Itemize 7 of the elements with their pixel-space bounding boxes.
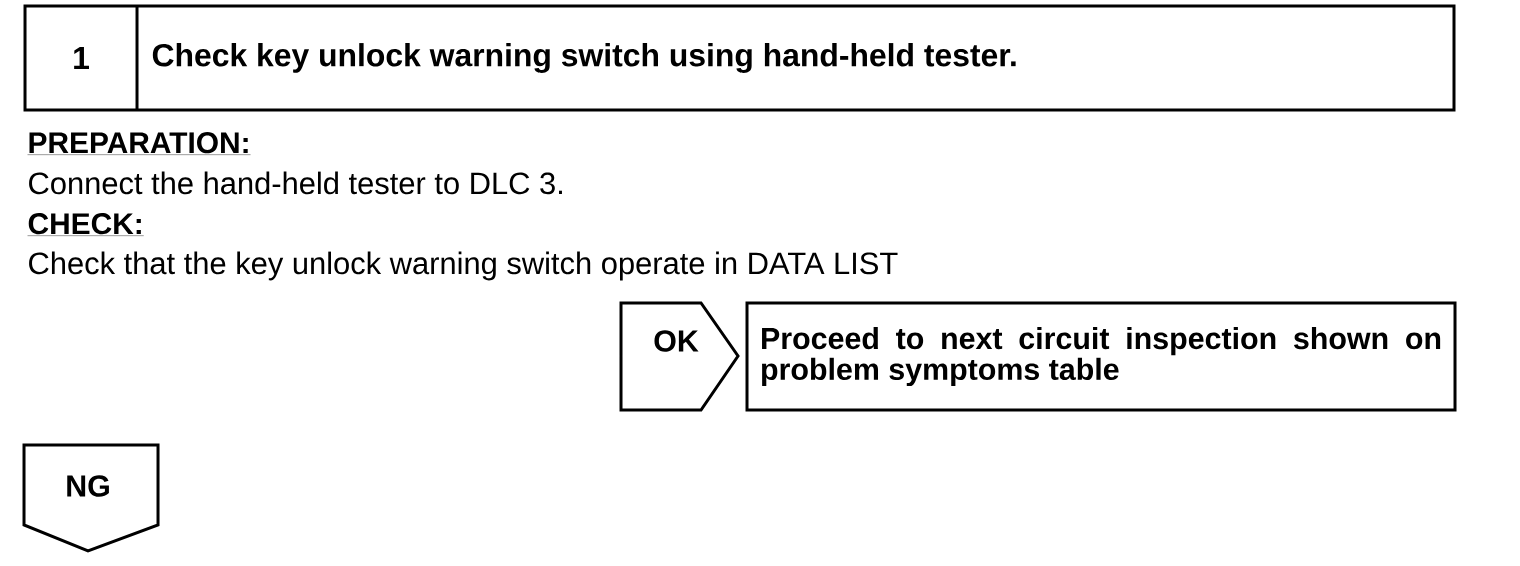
section-heading: PREPARATION: bbox=[27, 132, 251, 155]
result-box: Proceed to next circuit inspection shown on problem symptoms table bbox=[745, 301, 1457, 412]
instruction-text: Connect the hand-held tester to DLC 3. bbox=[29, 171, 562, 195]
step-number: 1 bbox=[74, 47, 89, 69]
step-title: Check key unlock warning switch using hand-held tester. bbox=[152, 43, 1016, 73]
instruction-text: Check that the key unlock warning switch operate in DATA LIST bbox=[29, 251, 898, 281]
section-heading: CHECK: bbox=[27, 213, 144, 236]
